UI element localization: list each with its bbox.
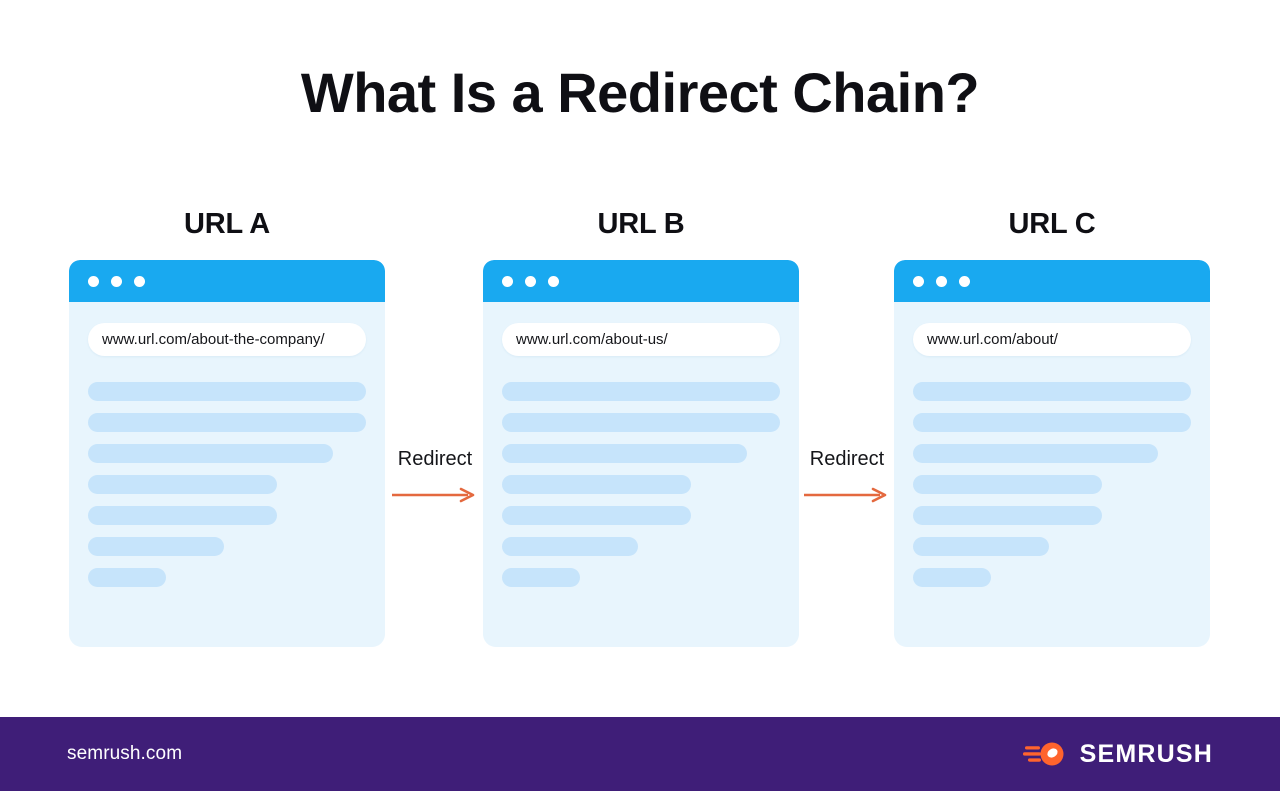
semrush-logo: SEMRUSH <box>1022 739 1213 769</box>
window-dot-icon <box>959 275 970 287</box>
browser-window-c: www.url.com/about/ <box>894 260 1210 647</box>
content-line <box>88 444 333 463</box>
page-title: What Is a Redirect Chain? <box>300 61 980 124</box>
content-line <box>88 413 366 432</box>
content-line <box>88 382 366 401</box>
content-line <box>88 475 278 494</box>
url-node-b: URL B www.url.com/about-us/ <box>483 208 799 647</box>
footer-bar: semrush.com SEMRUSH <box>0 717 1280 791</box>
content-line <box>913 444 1158 463</box>
arrow-right-icon <box>804 487 887 503</box>
content-line <box>913 506 1103 525</box>
semrush-wordmark: SEMRUSH <box>1079 739 1213 768</box>
redirect-label: Redirect <box>809 448 885 470</box>
redirect-connector-1: Redirect <box>380 448 490 503</box>
content-placeholder-a <box>88 382 366 587</box>
redirect-label: Redirect <box>397 448 473 470</box>
content-line <box>88 506 278 525</box>
content-line <box>502 382 780 401</box>
window-dot-icon <box>134 275 145 287</box>
window-dot-icon <box>111 275 122 287</box>
content-placeholder-b <box>502 382 780 587</box>
content-line <box>502 413 780 432</box>
window-dot-icon <box>88 275 99 287</box>
url-node-a-label: URL A <box>183 208 270 240</box>
url-node-b-label: URL B <box>597 208 685 240</box>
window-dot-icon <box>548 275 559 287</box>
content-line <box>502 568 580 587</box>
arrow-right-icon <box>392 487 475 503</box>
browser-titlebar-a <box>69 260 385 302</box>
content-line <box>88 537 225 556</box>
content-line <box>913 475 1103 494</box>
address-bar-c[interactable]: www.url.com/about/ <box>913 323 1191 356</box>
semrush-comet-icon <box>1022 742 1064 766</box>
content-placeholder-c <box>913 382 1191 587</box>
browser-window-b: www.url.com/about-us/ <box>483 260 799 647</box>
window-dot-icon <box>525 275 536 287</box>
content-line <box>88 568 166 587</box>
content-line <box>913 413 1191 432</box>
window-dot-icon <box>936 275 947 287</box>
content-line <box>913 382 1191 401</box>
content-line <box>502 475 692 494</box>
window-dot-icon <box>502 275 513 287</box>
url-node-a: URL A www.url.com/about-the-company/ <box>69 208 385 647</box>
content-line <box>502 506 692 525</box>
browser-titlebar-c <box>894 260 1210 302</box>
address-bar-b[interactable]: www.url.com/about-us/ <box>502 323 780 356</box>
content-line <box>913 537 1050 556</box>
content-line <box>502 444 747 463</box>
redirect-connector-2: Redirect <box>792 448 902 503</box>
content-line <box>502 537 639 556</box>
url-node-c-label: URL C <box>1008 208 1096 240</box>
footer-site-url: semrush.com <box>67 743 183 764</box>
address-bar-a[interactable]: www.url.com/about-the-company/ <box>88 323 366 356</box>
browser-titlebar-b <box>483 260 799 302</box>
redirect-chain-diagram: URL A www.url.com/about-the-company/ Red… <box>0 208 1280 678</box>
content-line <box>913 568 991 587</box>
url-node-c: URL C www.url.com/about/ <box>894 208 1210 647</box>
window-dot-icon <box>913 275 924 287</box>
browser-window-a: www.url.com/about-the-company/ <box>69 260 385 647</box>
